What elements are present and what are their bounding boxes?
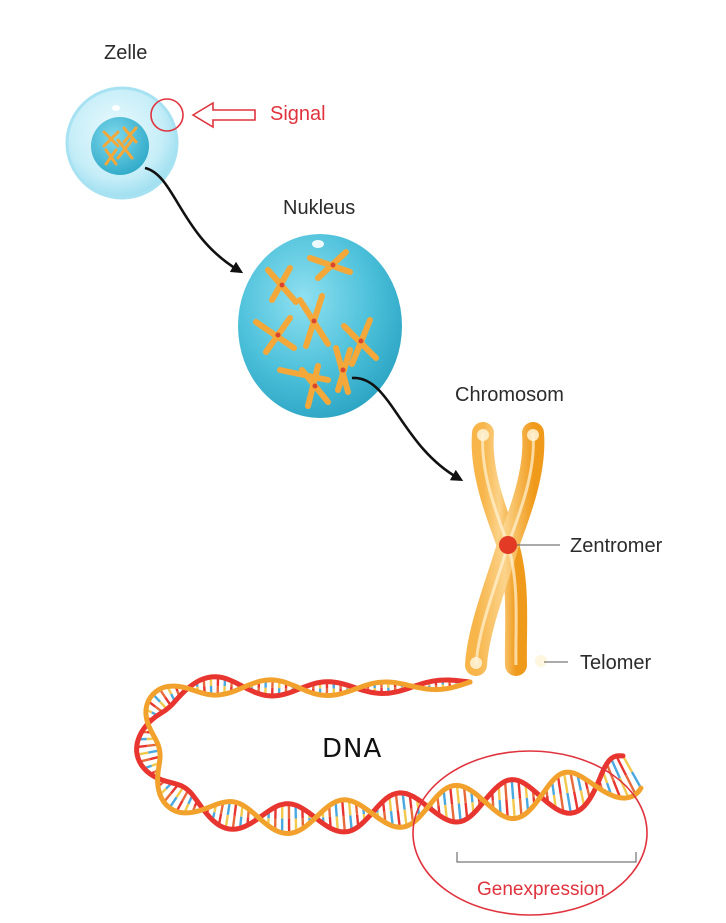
label-centromere: Zentromer [570,535,663,557]
chromosome [465,422,568,676]
nucleus [238,234,402,418]
base-pair [342,815,347,833]
dna-helix [134,674,644,837]
base-pair [450,804,456,822]
base-pair [566,792,573,814]
base-pair [403,809,408,827]
base-pair [510,779,515,800]
base-pair [572,791,580,812]
base-pair [610,758,621,779]
base-pair [559,793,565,813]
base-pair [624,774,637,795]
label-gene-expression: Genexpression [477,879,605,900]
label-nucleus: Nukleus [283,197,355,219]
gene-bracket [456,852,637,863]
dna-backbone-orange [143,677,644,837]
arrow-nucleus-to-chromosome [351,376,464,481]
label-telomere: Telomer [580,652,651,674]
signal-marker [150,98,256,132]
base-pair [615,755,628,776]
base-pair [448,786,454,805]
cell [65,86,179,200]
base-pair [340,799,345,817]
centromere [499,536,517,554]
base-pair [621,755,634,773]
base-pair [457,803,462,822]
telomere-caps [470,429,547,669]
base-pair [562,772,569,794]
base-pair [556,775,562,795]
label-chromosome: Chromosom [455,384,564,406]
label-cell: Zelle [104,42,147,64]
base-pair [455,785,461,804]
base-pair [612,780,622,799]
base-pair [394,793,399,811]
base-pair [401,792,406,810]
base-pair [505,799,509,818]
base-pair [630,771,643,789]
base-pair [517,780,522,799]
base-pair [569,772,576,792]
arrow-cell-to-nucleus [144,166,244,274]
base-pair [512,798,516,819]
label-dna: DNA [322,734,382,764]
label-signal: Signal [270,103,326,125]
gene-expression-marker [412,750,648,916]
cell-chromosomes-icon [102,126,138,166]
base-pair [396,810,401,828]
dna-backbone-red [134,674,626,835]
signal-arrow-icon [191,101,256,129]
base-pair [503,781,508,800]
base-pair [518,798,523,817]
